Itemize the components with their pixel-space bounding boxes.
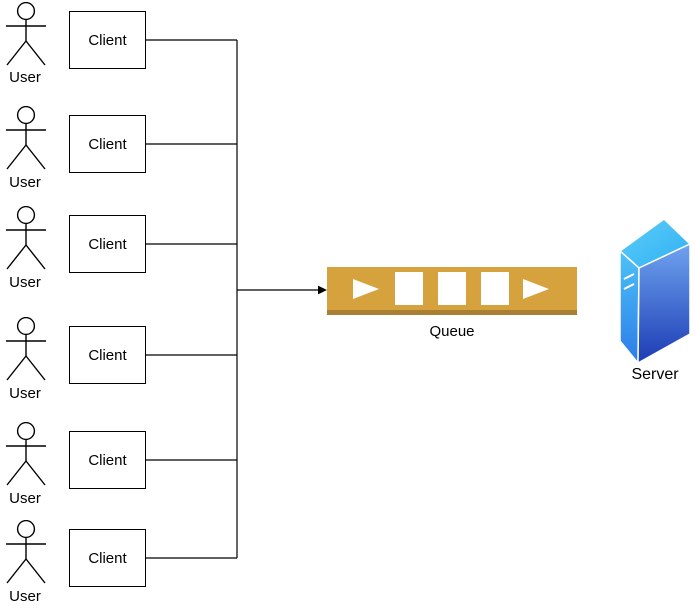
- server-left-face: [619, 250, 640, 364]
- client-label: Client: [88, 451, 127, 469]
- server-right-face: [637, 243, 691, 364]
- client-label: Client: [88, 235, 127, 253]
- queue-message-box: [438, 272, 466, 305]
- queue-label: Queue: [429, 323, 475, 340]
- queue-shadow: [327, 310, 577, 315]
- server-icon: [619, 218, 691, 364]
- user-label: User: [9, 385, 41, 402]
- client-node: Client: [69, 431, 146, 489]
- user-label: User: [9, 174, 41, 191]
- user-label: User: [9, 490, 41, 507]
- client-node: Client: [69, 215, 146, 273]
- client-node: Client: [69, 115, 146, 173]
- client-label: Client: [88, 549, 127, 567]
- server-label: Server: [631, 366, 679, 383]
- user-actor-icon: [6, 2, 46, 66]
- arrow-head-icon: [318, 285, 327, 295]
- queue-message-box: [481, 272, 509, 305]
- queue-icon: [327, 267, 577, 315]
- user-actor-icon: [6, 206, 46, 270]
- client-label: Client: [88, 31, 127, 49]
- server-vent-icon: [623, 283, 635, 290]
- user-actor-icon: [6, 422, 46, 486]
- server-vent-icon: [623, 273, 635, 280]
- user-label: User: [9, 69, 41, 86]
- queue-play-icon: [353, 279, 379, 299]
- client-label: Client: [88, 135, 127, 153]
- client-node: Client: [69, 529, 146, 587]
- queue-play-icon: [523, 279, 549, 299]
- client-node: Client: [69, 11, 146, 69]
- client-label: Client: [88, 346, 127, 364]
- client-node: Client: [69, 326, 146, 384]
- queue-message-box: [395, 272, 423, 305]
- user-actor-icon: [6, 106, 46, 170]
- user-label: User: [9, 274, 41, 291]
- user-label: User: [9, 588, 41, 605]
- user-actor-icon: [6, 520, 46, 584]
- user-actor-icon: [6, 317, 46, 381]
